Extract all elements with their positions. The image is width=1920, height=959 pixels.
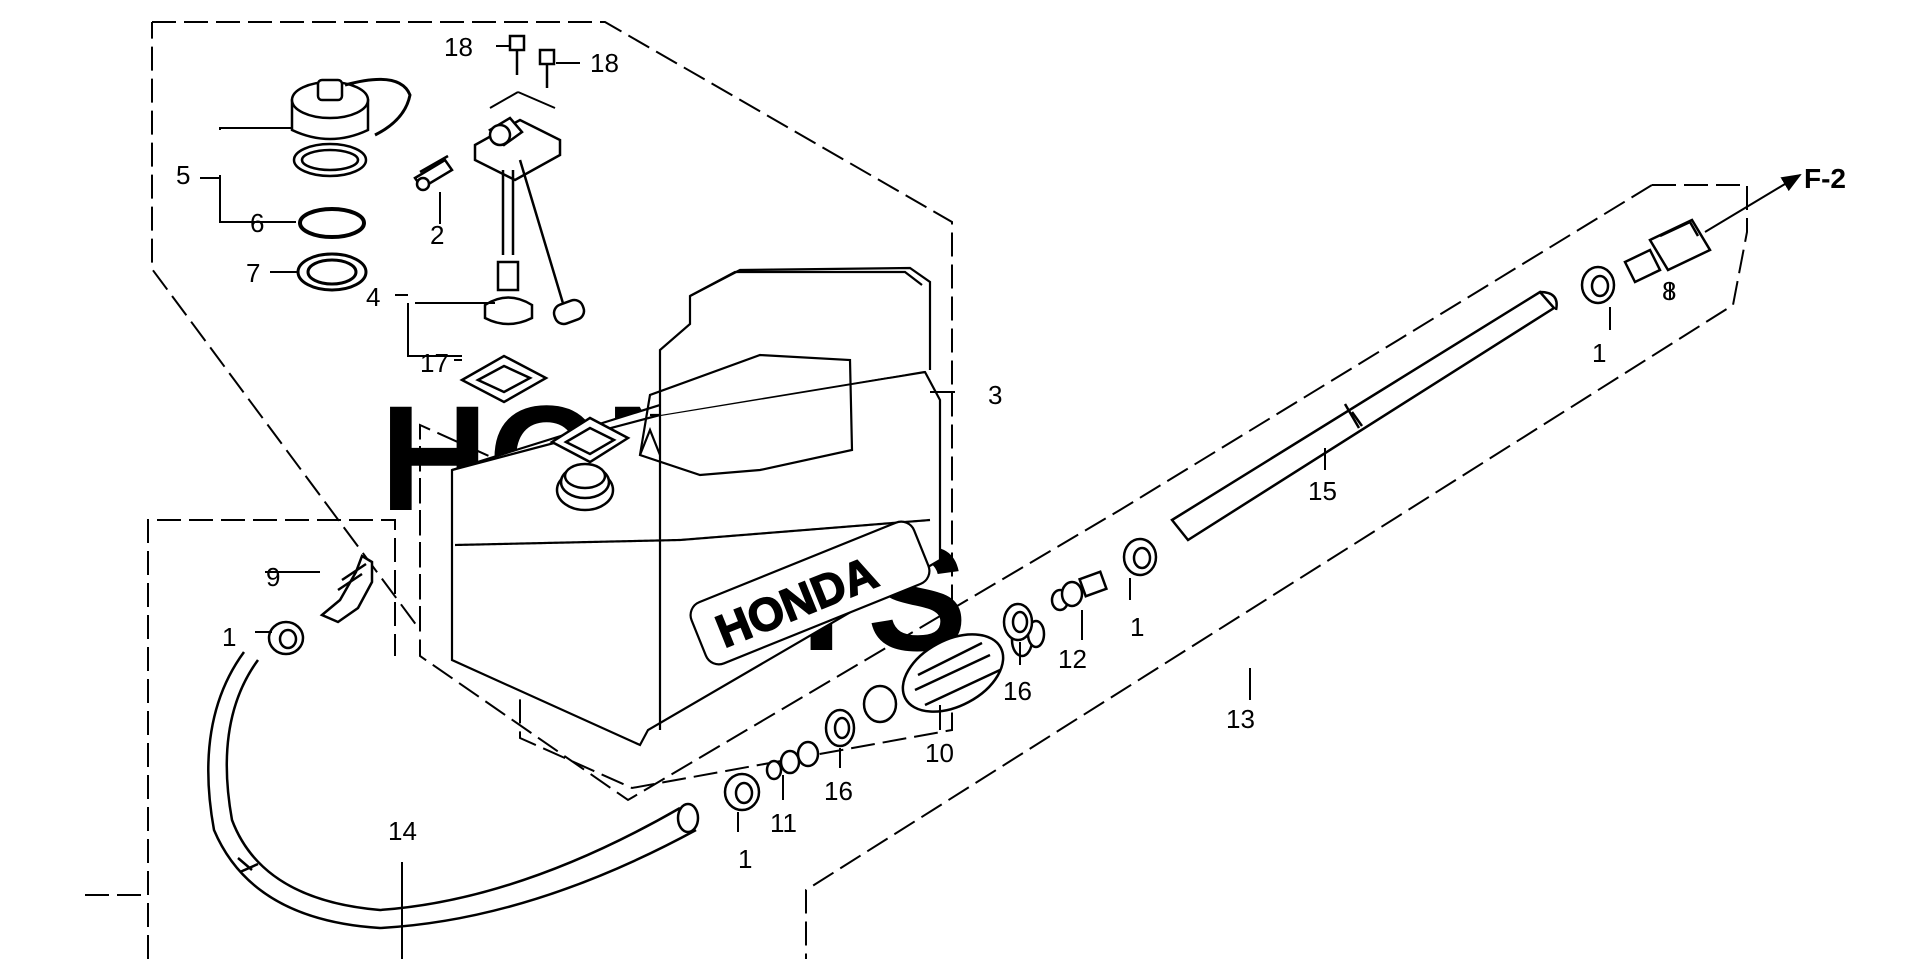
hose-connector <box>319 554 374 624</box>
gauge-gasket <box>459 354 549 404</box>
hose-clamp-15 <box>1122 537 1158 577</box>
fuel-gauge-assembly <box>473 116 586 326</box>
ref-18-right: 18 <box>590 48 619 78</box>
hose-clamp-8 <box>1580 265 1616 305</box>
fuel-tube <box>1170 290 1558 542</box>
tank-filler-neck <box>555 462 615 512</box>
ref-4: 4 <box>366 282 380 312</box>
ref-1-clamp-9: 1 <box>222 622 236 652</box>
ref-3: 3 <box>988 380 1002 410</box>
ref-5: 5 <box>176 160 190 190</box>
ref-10: 10 <box>925 738 954 768</box>
ref-9: 9 <box>266 562 280 592</box>
tank-group-boundary <box>151 21 953 790</box>
ref-8: 8 <box>1662 276 1676 306</box>
ref-16-lower: 16 <box>824 776 853 806</box>
valve-seal-12 <box>1002 602 1034 642</box>
ref-6: 6 <box>250 208 264 238</box>
ref-1-clamp-11: 1 <box>738 844 752 874</box>
ref-1-clamp-8: 1 <box>1592 338 1606 368</box>
ref-17: 17 <box>420 348 449 378</box>
primer-bulb <box>862 619 1046 724</box>
ref-7: 7 <box>246 258 260 288</box>
leader-lines <box>200 45 1802 959</box>
ref-11: 11 <box>770 808 797 838</box>
forward-reference-label: F-2 <box>1804 163 1846 194</box>
tube-assembly-boundary <box>419 184 1653 802</box>
tank-emboss-panel <box>689 520 931 666</box>
ref-15: 15 <box>1308 476 1337 506</box>
valve-seal-10 <box>824 708 856 748</box>
ref-12: 12 <box>1058 644 1087 674</box>
fuel-hose <box>207 651 700 930</box>
ref-13: 13 <box>1226 704 1255 734</box>
hose-clamp-11 <box>723 772 761 812</box>
filler-cap-assembly <box>290 77 412 178</box>
hose-clamp-9 <box>267 620 305 656</box>
bolts <box>508 34 556 88</box>
fuel-line-group-boundary <box>805 184 1748 959</box>
fuel-tank: HONDA <box>450 266 942 747</box>
ref-2: 2 <box>430 220 444 250</box>
ref-16-upper: 16 <box>1003 676 1032 706</box>
ref-1-clamp-15: 1 <box>1130 612 1144 642</box>
tank-gauge-boss <box>549 416 631 464</box>
ref-18-left: 18 <box>444 32 473 62</box>
hose-group-boundary <box>147 519 396 959</box>
reference-numbers: 1 1 1 1 2 3 4 5 6 7 8 9 10 11 12 13 14 1… <box>176 32 1676 874</box>
fuel-connector <box>1623 218 1712 284</box>
joint <box>1050 570 1109 612</box>
o-ring <box>298 207 366 239</box>
vent-nipple <box>413 154 454 192</box>
joint-outlet <box>765 740 820 781</box>
ref-14: 14 <box>388 816 417 846</box>
cap-gasket <box>296 252 368 292</box>
